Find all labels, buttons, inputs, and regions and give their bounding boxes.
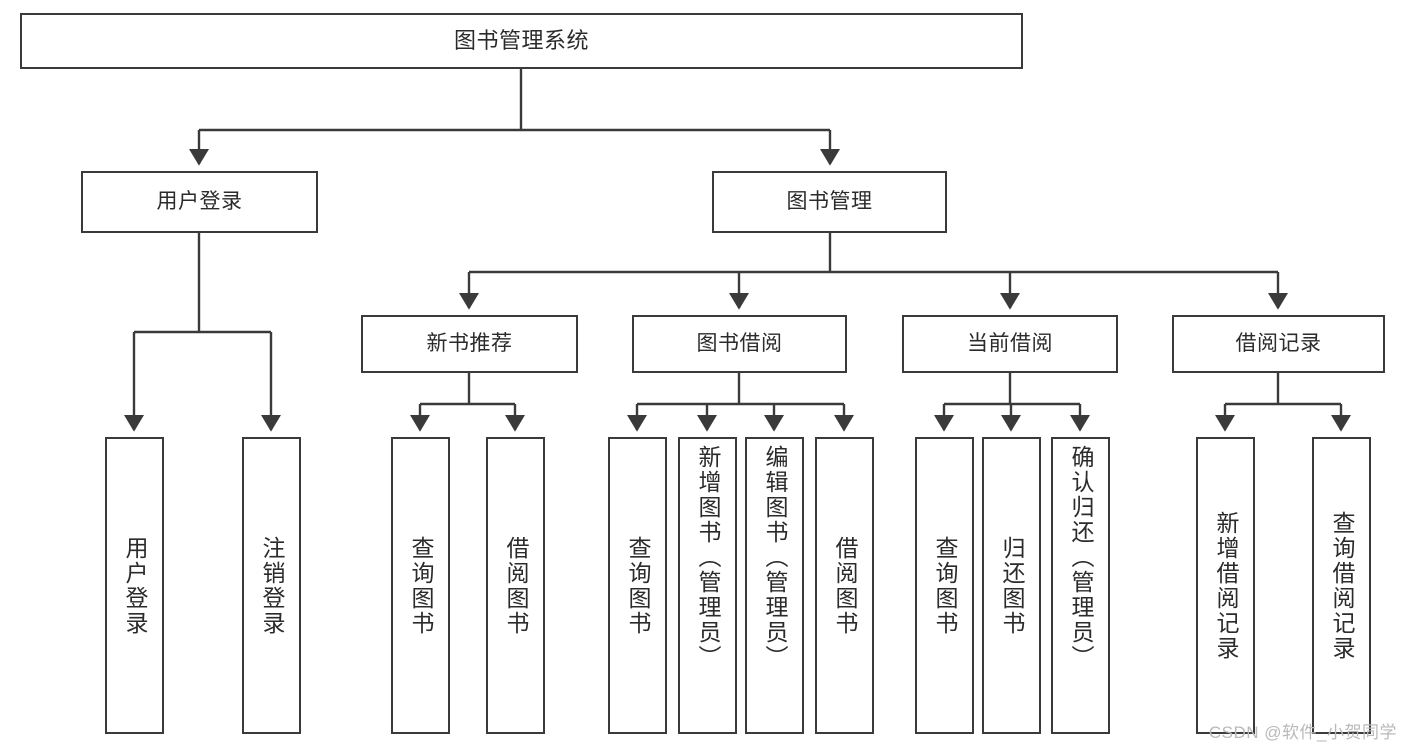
node-borrow-record[interactable]: 借阅记录: [1172, 315, 1385, 373]
leaf-book-borrow-4[interactable]: 借阅图书: [815, 437, 874, 734]
node-book-manage-label: 图书管理: [786, 190, 873, 214]
leaf-current-borrow-3-label: 确认归还（管理员）: [1068, 445, 1094, 670]
leaf-book-borrow-2-label: 新增图书（管理员）: [695, 445, 721, 670]
leaf-new-book-1[interactable]: 查询图书: [391, 437, 450, 734]
node-root-label: 图书管理系统: [453, 27, 589, 53]
leaf-current-borrow-2[interactable]: 归还图书: [982, 437, 1041, 734]
node-current-borrow[interactable]: 当前借阅: [902, 315, 1118, 373]
leaf-book-borrow-2[interactable]: 新增图书（管理员）: [678, 437, 737, 734]
leaf-current-borrow-2-label: 归还图书: [999, 535, 1025, 636]
node-borrow-record-label: 借阅记录: [1235, 332, 1322, 356]
leaf-book-borrow-3[interactable]: 编辑图书（管理员）: [745, 437, 804, 734]
leaf-book-borrow-3-label: 编辑图书（管理员）: [762, 445, 788, 670]
node-current-borrow-label: 当前借阅: [967, 332, 1053, 356]
leaf-borrow-record-2-label: 查询借阅记录: [1329, 510, 1355, 661]
leaf-borrow-record-1-label: 新增借阅记录: [1213, 510, 1239, 661]
leaf-user-login-2-label: 注销登录: [259, 535, 285, 636]
leaf-user-login-2[interactable]: 注销登录: [242, 437, 301, 734]
leaf-current-borrow-3[interactable]: 确认归还（管理员）: [1051, 437, 1110, 734]
node-new-book-recommend-label: 新书推荐: [426, 332, 513, 356]
node-new-book-recommend[interactable]: 新书推荐: [361, 315, 578, 373]
node-user-login[interactable]: 用户登录: [81, 171, 318, 233]
leaf-new-book-2-label: 借阅图书: [503, 535, 529, 636]
leaf-borrow-record-2[interactable]: 查询借阅记录: [1312, 437, 1371, 734]
node-book-borrow[interactable]: 图书借阅: [632, 315, 847, 373]
leaf-book-borrow-1[interactable]: 查询图书: [608, 437, 667, 734]
leaf-user-login-1-label: 用户登录: [122, 535, 148, 636]
node-book-manage[interactable]: 图书管理: [712, 171, 947, 233]
leaf-new-book-2[interactable]: 借阅图书: [486, 437, 545, 734]
leaf-book-borrow-1-label: 查询图书: [625, 535, 651, 636]
leaf-current-borrow-1[interactable]: 查询图书: [915, 437, 974, 734]
leaf-new-book-1-label: 查询图书: [408, 535, 434, 636]
leaf-borrow-record-1[interactable]: 新增借阅记录: [1196, 437, 1255, 734]
node-book-borrow-label: 图书借阅: [696, 332, 783, 356]
csdn-watermark: CSDN @软件_小贺同学: [1208, 723, 1397, 742]
leaf-current-borrow-1-label: 查询图书: [932, 535, 958, 636]
node-root[interactable]: 图书管理系统: [20, 13, 1023, 69]
leaf-user-login-1[interactable]: 用户登录: [105, 437, 164, 734]
node-user-login-label: 用户登录: [156, 190, 243, 214]
leaf-book-borrow-4-label: 借阅图书: [832, 535, 858, 636]
